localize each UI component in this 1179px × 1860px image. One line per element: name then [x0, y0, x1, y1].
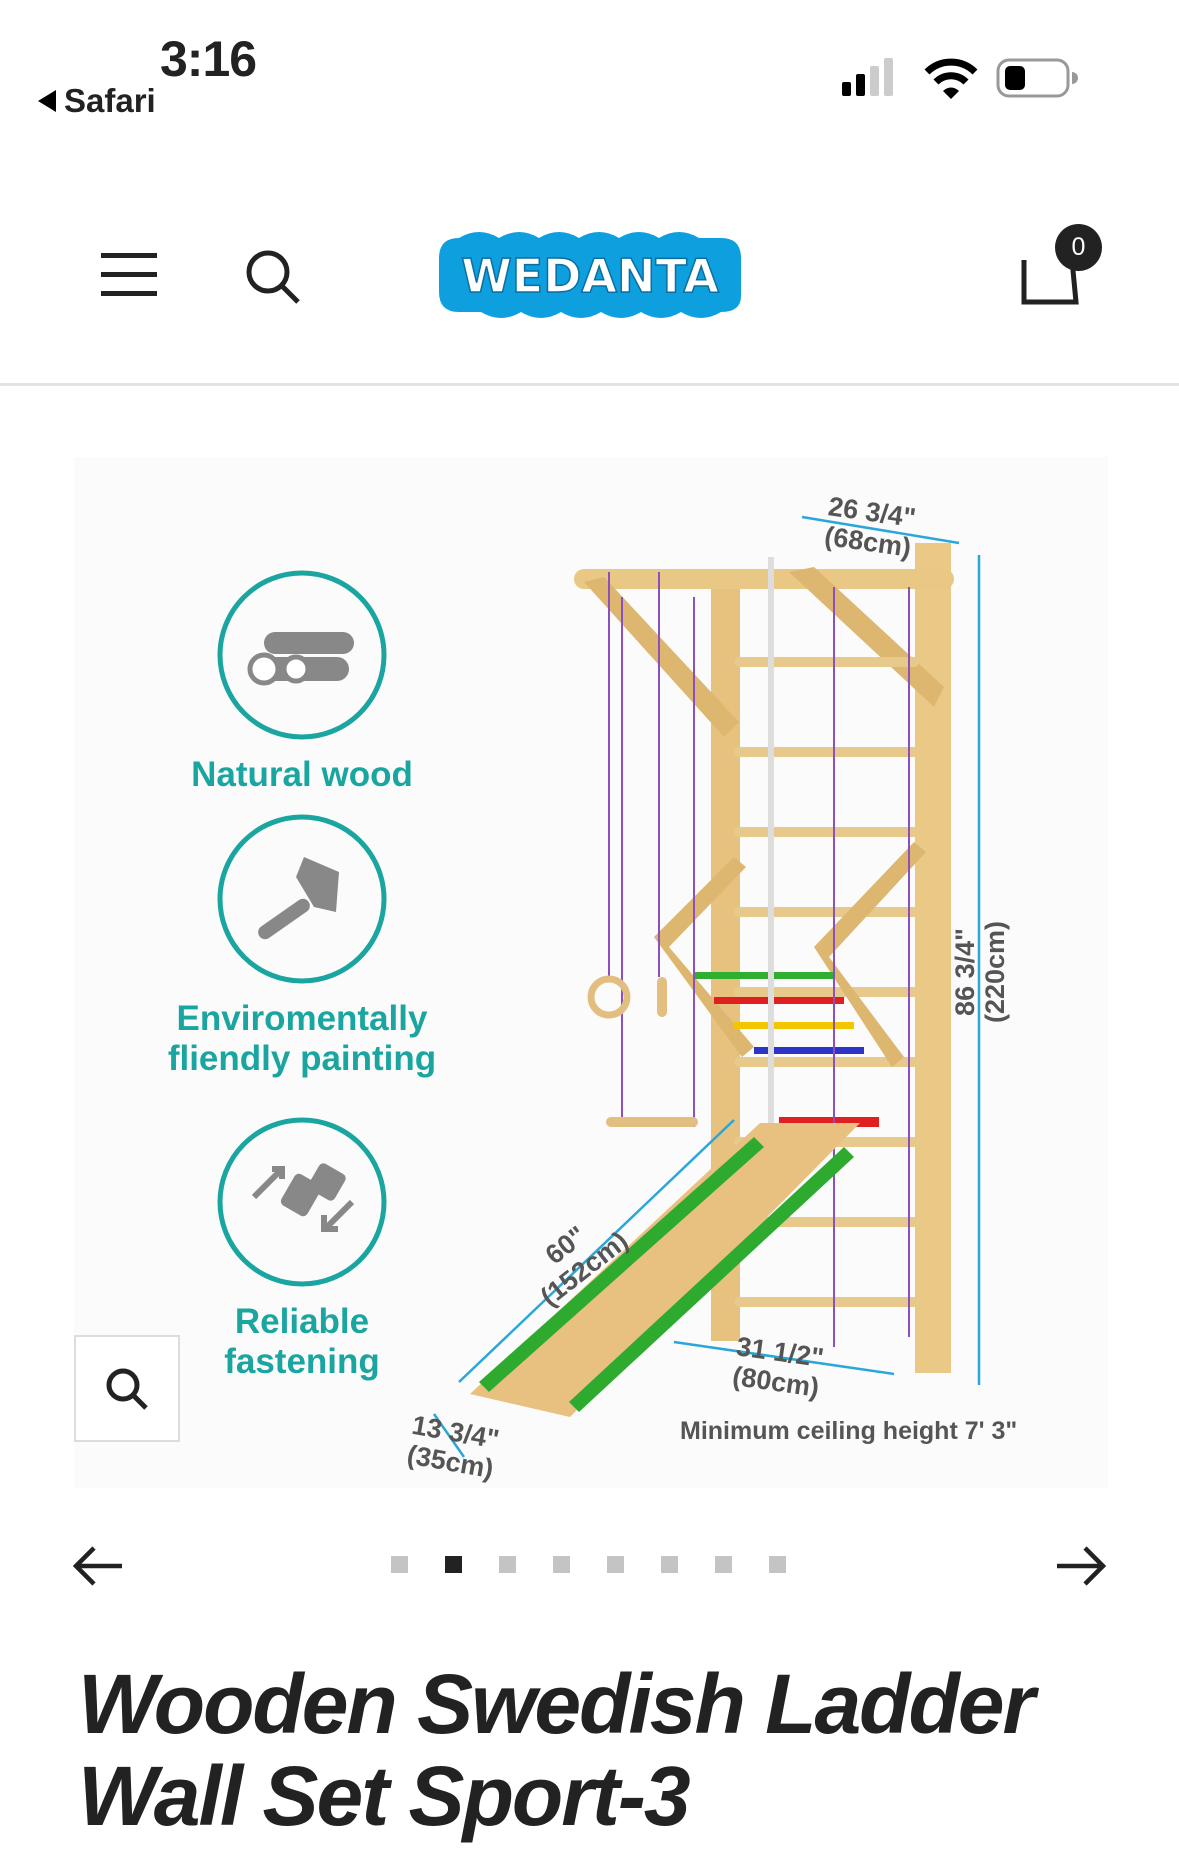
wifi-icon: [924, 58, 978, 99]
gallery-dot-7[interactable]: [715, 1556, 732, 1573]
feature-natural-wood: Natural wood: [132, 755, 472, 795]
gallery-dot-6[interactable]: [661, 1556, 678, 1573]
ceiling-note: Minimum ceiling height 7' 3": [680, 1417, 1018, 1445]
status-time: 3:16: [160, 31, 257, 87]
title-line: Wall Set Sport-3: [78, 1749, 691, 1843]
feature-label: Reliable: [234, 1302, 370, 1341]
next-arrow-icon[interactable]: [1053, 1545, 1107, 1587]
gallery-dot-4[interactable]: [553, 1556, 570, 1573]
feature-label: Enviromentally: [176, 999, 428, 1038]
ladder-illustration: [217, 515, 981, 1458]
feature-label: fastening: [224, 1342, 380, 1381]
paintbrush-icon: [258, 857, 339, 940]
back-to-safari[interactable]: Safari: [38, 82, 156, 120]
logs-icon: [247, 632, 354, 686]
gallery-dot-3[interactable]: [499, 1556, 516, 1573]
dimension-depth: 31 1/2" (80cm): [730, 1331, 826, 1403]
dimension-height: 86 3/4" (220cm): [950, 921, 1010, 1023]
header-divider: [0, 383, 1179, 386]
gallery-dot-8[interactable]: [769, 1556, 786, 1573]
magnifier-icon: [106, 1368, 148, 1410]
battery-icon: [996, 58, 1078, 98]
dimension-inches: 86 3/4": [950, 928, 981, 1016]
signal-icon: [842, 58, 893, 96]
gallery-dot-5[interactable]: [607, 1556, 624, 1573]
search-icon[interactable]: [244, 248, 302, 306]
gallery-dot-1[interactable]: [391, 1556, 408, 1573]
cart-icon[interactable]: [1020, 240, 1080, 306]
feature-label: Natural wood: [191, 755, 413, 794]
prev-arrow-icon[interactable]: [72, 1545, 126, 1587]
dimension-width: 26 3/4" (68cm): [822, 491, 918, 563]
gallery-pagination: [391, 1556, 786, 1573]
logo-text: WEDANTA: [461, 249, 719, 303]
dimension-cm: (220cm): [980, 920, 1011, 1024]
title-line: Wooden Swedish Ladder: [78, 1657, 1035, 1751]
feature-label: fliendly painting: [167, 1039, 437, 1078]
feature-reliable-fastening: Reliable fastening: [132, 1302, 472, 1382]
gallery-dot-2[interactable]: [445, 1556, 462, 1573]
product-title: Wooden Swedish Ladder Wall Set Sport-3: [78, 1658, 1128, 1842]
feature-eco-painting: Enviromentally fliendly painting: [132, 999, 472, 1079]
back-arrow-icon: [38, 90, 56, 112]
menu-icon[interactable]: [101, 253, 157, 297]
back-label: Safari: [64, 82, 156, 119]
zoom-image-button[interactable]: [74, 1335, 180, 1442]
product-image[interactable]: Natural wood Enviromentally fliendly pai…: [74, 457, 1108, 1488]
cart-count-badge: 0: [1055, 224, 1102, 271]
fastening-icon: [251, 1163, 355, 1232]
wedanta-logo[interactable]: WEDANTA: [439, 226, 741, 324]
